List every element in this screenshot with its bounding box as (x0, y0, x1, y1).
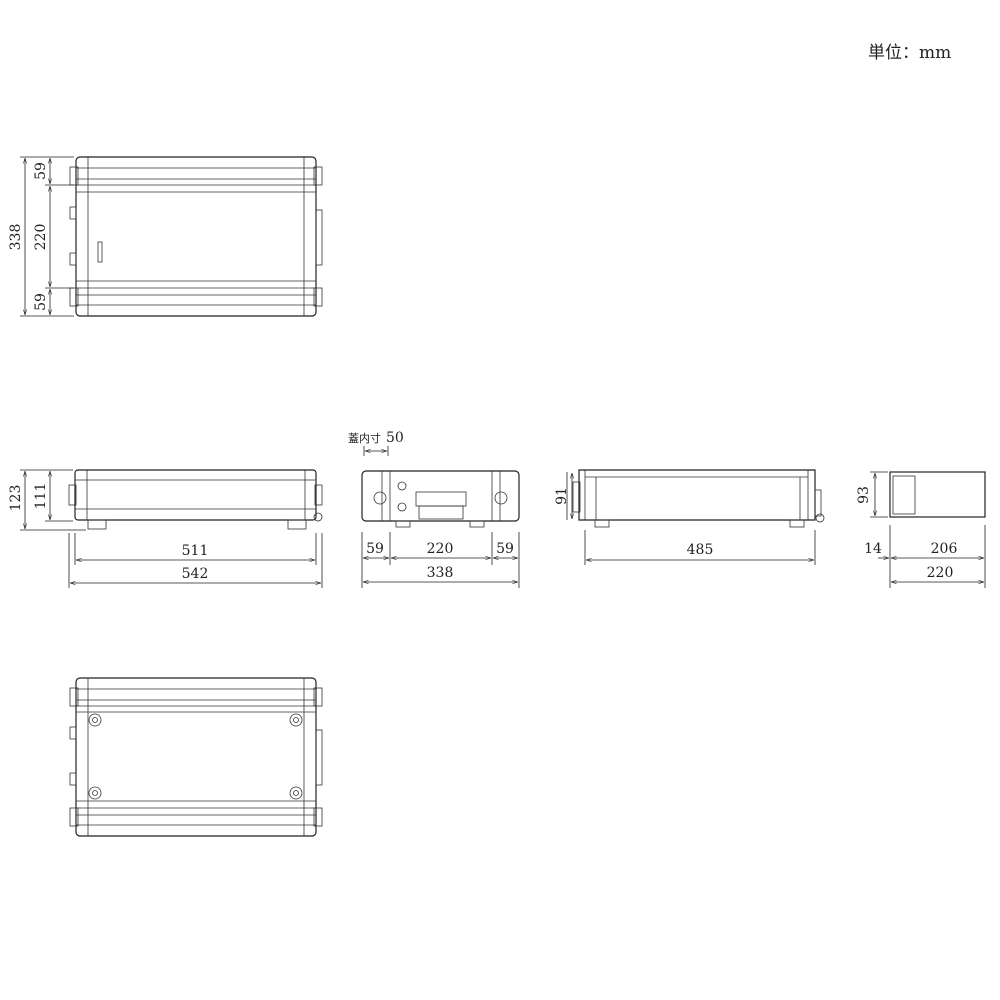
dim-14: 14 (864, 541, 882, 557)
dim-338-front: 338 (427, 565, 454, 581)
dim-59-top: 59 (33, 162, 49, 180)
dim-220-front: 220 (427, 541, 454, 557)
dim-123: 123 (8, 485, 24, 512)
side-view: 123 111 511 542 (8, 469, 323, 588)
lid-view: 93 14 206 220 (856, 471, 986, 588)
front-view: 蓋内寸 50 59 220 59 338 (348, 430, 520, 588)
dim-338: 338 (8, 224, 24, 251)
lid-inner-label: 蓋内寸 (348, 431, 381, 445)
dim-59-right: 59 (496, 541, 514, 557)
dim-59-bottom: 59 (33, 293, 49, 311)
dim-50: 50 (386, 430, 404, 446)
unit-label: 単位：mm (868, 43, 952, 63)
dim-91: 91 (554, 487, 570, 505)
bottom-view (69, 677, 323, 837)
dim-511: 511 (182, 543, 209, 559)
top-view: 338 59 220 59 (8, 156, 323, 317)
dim-111: 111 (33, 483, 49, 510)
dim-220-lid: 220 (927, 565, 954, 581)
dim-206: 206 (931, 541, 958, 557)
dim-485: 485 (687, 542, 714, 558)
dim-542: 542 (182, 566, 209, 582)
dim-93: 93 (856, 486, 872, 504)
dim-59-left: 59 (366, 541, 384, 557)
dim-220: 220 (33, 224, 49, 251)
rack-view: 91 485 (554, 469, 825, 565)
